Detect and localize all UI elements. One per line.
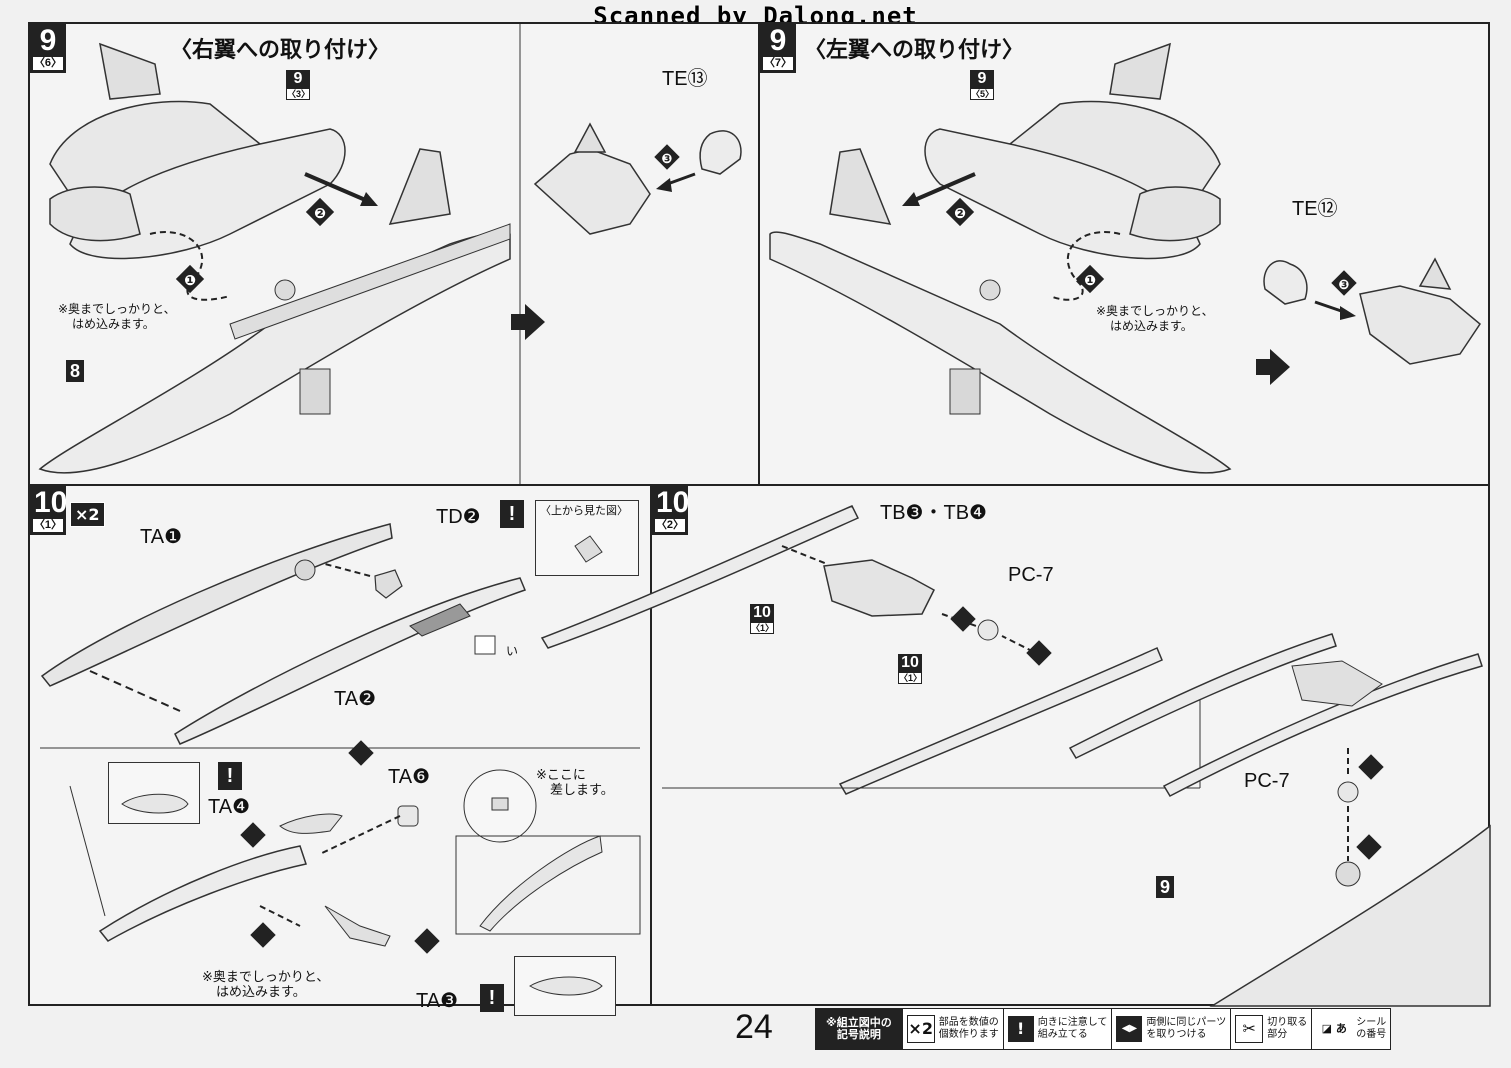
marker-2: ❷ [314,206,326,222]
part-ta3-label: TA❸ [416,990,459,1012]
step-number: 9 [769,24,787,57]
step-number: 10 [34,486,68,519]
ref-part-tag: 9 〈5〉 [970,70,995,100]
step10-1-drawing [40,523,641,996]
topview-label: 〈上から見た図〉 [540,504,628,517]
marker-3: ❸ [661,152,672,167]
step-sub: 〈7〉 [762,56,794,71]
part-te12-label: TE⑫ [1292,198,1338,220]
step9-left-drawing: ❶ ❷ ❸ [769,42,1481,474]
marker-2: ❷ [954,206,966,222]
step10-2-drawing [540,505,1491,1007]
instruction-page: 9 〈6〉 〈右翼への取り付け〉 9 〈3〉 TE⑬ 8 ※奥までしっかりと、 … [28,22,1491,1016]
step-badge: 10 〈2〉 [652,486,690,535]
part-ta6-label: TA❻ [388,766,431,788]
caution-icon: ! [500,500,524,528]
legend-item-caution: ! 向きに注意して組み立てる [1004,1009,1113,1049]
step-number: 9 [39,24,57,57]
symbol-legend: ※組立図中の 記号説明 ×2 部品を数値の個数作ります ! 向きに注意して組み立… [815,1008,1392,1050]
caution-icon-2: ! [218,762,242,790]
step-title: 〈左翼への取り付け〉 [804,38,1025,63]
legend-title: ※組立図中の 記号説明 [816,1009,903,1049]
part-ta2-label: TA❷ [334,688,377,710]
part-pc7-label-2: PC-7 [1244,770,1290,792]
step9-left-panel: 9 〈7〉 〈左翼への取り付け〉 9 〈5〉 TE⑫ ※奥までしっかりと、 はめ… [760,24,1490,486]
flow-arrow [511,304,545,340]
ref-part-tag: 9 〈3〉 [286,70,311,100]
caution-icon: ! [1007,1016,1034,1042]
marker-1: ❶ [1084,273,1096,289]
assembly-note: ※奥までしっかりと、 はめ込みます。 [202,970,330,1000]
step-title: 〈右翼への取り付け〉 [170,38,391,63]
seal-icon: ◪ あ [1321,1022,1347,1035]
assembly-note: ※奥までしっかりと、 はめ込みます。 [58,302,176,331]
step-badge: 10 〈1〉 [30,486,68,535]
part-tb-label: TB❸・TB❹ [880,502,987,524]
count-badge: ×2 [70,502,105,527]
both-sides-icon: ◀▶ [1116,1016,1143,1042]
step-number: 10 [656,486,690,519]
caution-icon-3: ! [480,984,504,1012]
part-ta4-inset [108,762,200,824]
insert-note: ※ここに 差します。 [536,768,614,798]
flow-arrow [1256,349,1290,385]
part-pc7-label: PC-7 [1008,564,1054,586]
part-td2-label: TD❷ [436,506,481,528]
ref-part-tag-2: 10 〈1〉 [898,654,923,684]
assembly-note: ※奥までしっかりと、 はめ込みます。 [1096,304,1214,333]
part-ta4-label: TA❹ [208,796,251,818]
base-part-tag: 8 [66,360,85,382]
step10-1-panel: 10 〈1〉 ×2 TA❶ TD❷ ! 〈上から見た図〉 TA❷ い ! TA❹… [30,486,652,1016]
step9-right-panel: 9 〈6〉 〈右翼への取り付け〉 9 〈3〉 TE⑬ 8 ※奥までしっかりと、 … [30,24,760,486]
legend-item-count: ×2 部品を数値の個数作ります [903,1009,1004,1049]
marker-1: ❶ [184,273,196,289]
ref-part-tag: 10 〈1〉 [750,604,775,634]
legend-item-both-sides: ◀▶ 両側に同じパーツを取りつける [1112,1009,1232,1049]
step10-2-panel: 10 〈2〉 TB❸・TB❹ PC-7 PC-7 10 〈1〉 10 〈1〉 9 [540,486,1491,1007]
legend-item-cut: ✂ 切り取る部分 [1231,1009,1313,1049]
part-te13-label: TE⑬ [662,68,708,90]
scissors-icon: ✂ [1235,1015,1264,1043]
step9-right-drawing: ❶ ❷ ❸ [38,24,742,484]
count-icon: ×2 [906,1015,935,1043]
step-badge: 9 〈7〉 [760,24,796,73]
legend-item-seal: ◪ あ シールの番号 [1312,1009,1390,1049]
seal-number: い [506,644,519,658]
base-part-tag: 9 [1156,876,1175,898]
step-badge: 9 〈6〉 [30,24,66,73]
step-sub: 〈2〉 [654,518,686,533]
step-sub: 〈6〉 [32,56,64,71]
marker-3: ❸ [1338,278,1349,293]
step-sub: 〈1〉 [32,518,64,533]
part-ta1-label: TA❶ [140,526,183,548]
page-number: 24 [735,1008,773,1046]
